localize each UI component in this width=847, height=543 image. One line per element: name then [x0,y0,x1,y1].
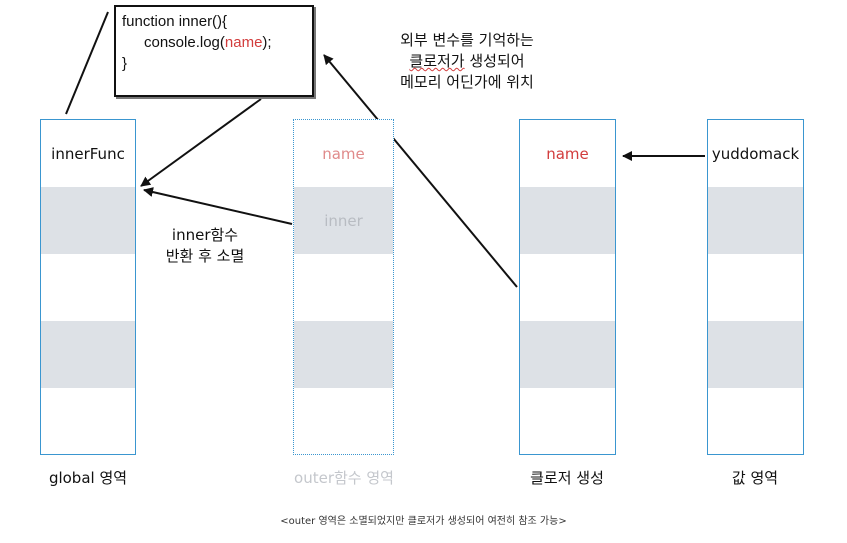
code-to-innerfunc-arrow [140,98,262,187]
code-line-2-prefix: console.log( [144,34,225,51]
code-line-3: } [122,55,128,72]
outer-slot-inner: inner [294,187,393,254]
outer-slot-3 [294,254,393,321]
inner-return-note: inner함수 반환 후 소멸 [145,225,265,267]
value-column-label: 값 영역 [731,469,779,487]
closure-memory-note: 외부 변수를 기억하는 클로저가 생성되어 메모리 어딘가에 위치 [352,30,582,93]
closure-column-label: 클로저 생성 [530,469,604,487]
global-slot-2 [41,187,135,254]
value-slot-yuddomack: yuddomack [711,144,800,163]
code-line-2: console.log(name); [122,32,306,53]
closure-to-note-arrow [323,54,518,288]
global-slot-3 [41,254,135,321]
code-var-name: name [224,34,263,51]
outer-column: name inner [293,119,394,455]
value-slot-3 [708,254,803,321]
code-line-1: function inner(){ [122,13,228,30]
value-slot-2 [708,187,803,254]
code-connector-line [65,11,109,115]
global-column-label: global 영역 [48,469,128,487]
code-line-2-suffix: ); [262,34,272,51]
outer-slot-name: name [322,144,365,163]
inner-to-innerfunc-arrow [143,187,293,225]
closure-slot-2 [520,187,615,254]
closure-slot-4 [520,321,615,388]
inner-return-line-1: inner함수 [171,226,239,244]
inner-function-code-box: function inner(){ console.log(name); } [114,5,314,97]
inner-return-line-2: 반환 후 소멸 [165,247,245,265]
note-line-2-rest: 생성되어 [464,52,525,70]
outer-slot-4 [294,321,393,388]
closure-slot-name: name [546,144,589,163]
closure-slot-3 [520,254,615,321]
outer-column-label: outer함수 영역 [294,469,394,487]
figure-caption: <outer 영역은 소멸되었지만 클로저가 생성되어 여전히 참조 가능> [280,516,567,527]
value-column: yuddomack [707,119,804,455]
note-closure-word: 클로저가 [409,52,465,70]
note-line-3: 메모리 어딘가에 위치 [400,73,534,91]
global-slot-innerfunc: innerFunc [51,144,125,163]
global-slot-4 [41,321,135,388]
value-slot-4 [708,321,803,388]
closure-column: name [519,119,616,455]
note-line-1: 외부 변수를 기억하는 [400,31,534,49]
note-line-2: 클로저가 생성되어 [352,51,582,72]
global-column: innerFunc [40,119,136,455]
